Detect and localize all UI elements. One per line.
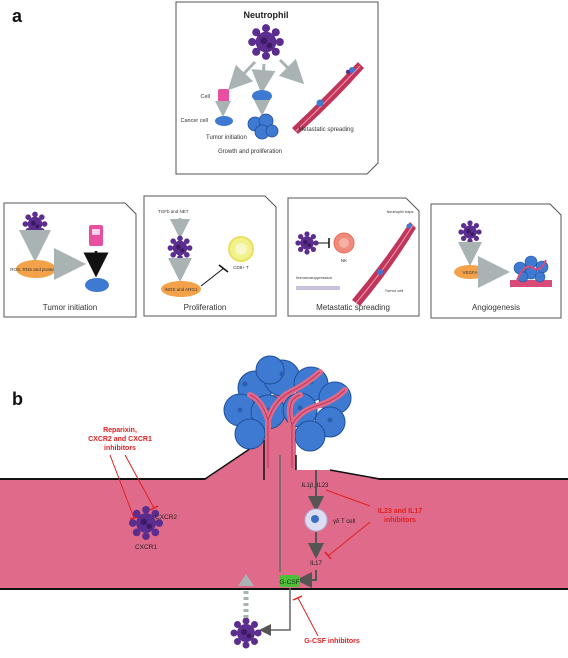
ros-label: ROS, RNS and proteases [10,267,62,272]
cell-label: Cell [201,94,210,100]
immunosuppression-label: Immunosuppression [296,275,332,280]
box-title-metastatic: Metastatic spreading [316,303,390,312]
panel-b-label: b [12,389,23,409]
box-title-proliferation: Proliferation [184,303,227,312]
il23-il17-inhibitor-label: IL23 and IL17 inhibitors [378,508,422,524]
neutrophil-icon [22,211,48,237]
svg-text:Reparixin,: Reparixin, [103,427,137,434]
bone-marrow-neutrophil-icon [230,617,262,649]
gcsf-inhibitors-label: G-CSF inhibitors [304,638,360,645]
blood-vessel-icon [292,62,364,134]
neutrophil-icon [295,231,319,255]
neutrophil-icon [167,235,193,261]
neutrophil-overview-box: Neutrophil Cell Cancer cell Tumor initia… [175,1,379,175]
il17-label: IL17 [310,561,322,567]
cxcr2-label: CXCR2 [155,514,177,521]
blood-vessel-band [0,395,568,590]
vegfa-label: VEGFA [462,270,477,275]
ros-ellipse [16,260,56,278]
cd8-label: CD8+ T [233,265,249,270]
gcsf-label: G-CSF [279,579,299,586]
metastatic-spreading-label: Metastatic spreading [298,127,353,133]
neutrophil-icon [248,24,284,60]
tumor-vasculature-icon [510,255,552,287]
neutrophil-title: Neutrophil [244,10,289,20]
tumor-initiation-label: Tumor initiation [206,135,247,141]
nk-label: NK [341,258,347,263]
cancer-cell-icon [215,116,233,126]
box-title-angiogenesis: Angiogenesis [472,303,520,312]
neutrophil-traps-label: Neutrophil traps [387,210,414,214]
svg-text:inhibitors: inhibitors [104,445,136,452]
blood-vessel-icon [352,222,416,306]
normal-cell-icon [218,89,229,104]
reparixin-inhibitor-label: Reparixin, CXCR2 and CXCR1 inhibitors [88,427,152,452]
proliferating-cells-icon [247,113,279,140]
neutrophil-icon [128,505,164,541]
svg-text:inhibitors: inhibitors [384,517,416,524]
tgf-label: TGFb and NET [158,209,189,214]
growth-label: Growth and proliferation [218,149,282,155]
inos-ellipse [161,281,201,297]
proliferation-box: TGFb and NET iNOS and ARG1 CD8+ T Prolif… [143,195,277,317]
growing-cell-icon [252,90,272,102]
cancer-cell-label: Cancer cell [180,118,208,124]
metastatic-spreading-box: NK Immunosuppression Neutrophil traps Tu… [287,197,420,317]
panel-a-label: a [12,6,23,26]
tumor-initiation-box: ROS, RNS and proteases Tumor initiation [3,202,137,318]
gcsf-box [279,575,300,587]
neutrophil-icon [458,220,482,244]
tumor-mass [223,355,352,471]
svg-text:CXCR2 and CXCR1: CXCR2 and CXCR1 [88,436,152,443]
angiogenesis-box: VEGFA Angiogenesis [430,203,562,319]
box-title-tumor-initiation: Tumor initiation [43,303,97,312]
svg-text:IL23 and IL17: IL23 and IL17 [378,508,422,515]
gd-t-cell-label: γδ T cell [333,519,355,525]
inos-label: iNOS and ARG1 [165,287,198,292]
normal-cell-icon [89,225,103,246]
cxcr1-label: CXCR1 [135,544,157,551]
cancer-cell-icon [85,278,109,292]
tumor-cell-label: Tumor cell [385,288,404,293]
